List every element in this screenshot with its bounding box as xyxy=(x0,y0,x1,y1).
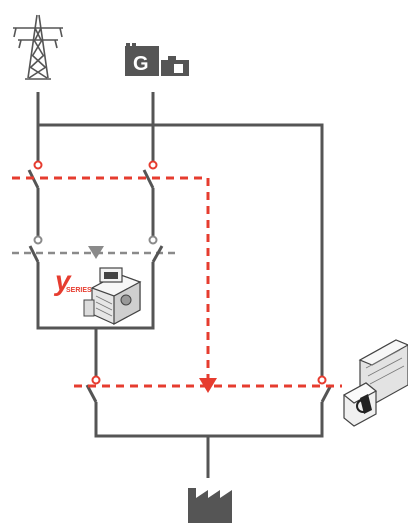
terminal-dot xyxy=(148,235,158,245)
generator-icon: G xyxy=(125,43,189,76)
y-series-logo: y SERIES xyxy=(53,265,92,296)
y-series-word: SERIES xyxy=(66,287,92,294)
switch-blade-right xyxy=(142,169,155,189)
terminal-dot xyxy=(33,235,43,245)
terminal-dot xyxy=(148,160,158,170)
generator-letter: G xyxy=(133,53,149,75)
y-switch-blade-left xyxy=(28,245,40,263)
factory-icon xyxy=(188,488,232,523)
y-switch-blade-right xyxy=(151,245,164,263)
terminal-dot xyxy=(91,375,101,385)
bypass-bus-line xyxy=(38,123,324,378)
terminal-dot xyxy=(317,375,327,385)
interlock-gray-arrow xyxy=(88,246,104,259)
switch-blade-output xyxy=(85,384,98,403)
output-bus-line xyxy=(94,402,324,438)
manual-changeover-switch-icon xyxy=(342,339,408,427)
interlock-red-dashed-top xyxy=(12,176,210,382)
terminal-dot xyxy=(33,160,43,170)
y-series-switch-device-icon xyxy=(83,267,142,326)
y-series-letter: y xyxy=(53,265,72,296)
transmission-tower-icon xyxy=(13,14,63,80)
switch-blade-bypass xyxy=(320,384,333,403)
